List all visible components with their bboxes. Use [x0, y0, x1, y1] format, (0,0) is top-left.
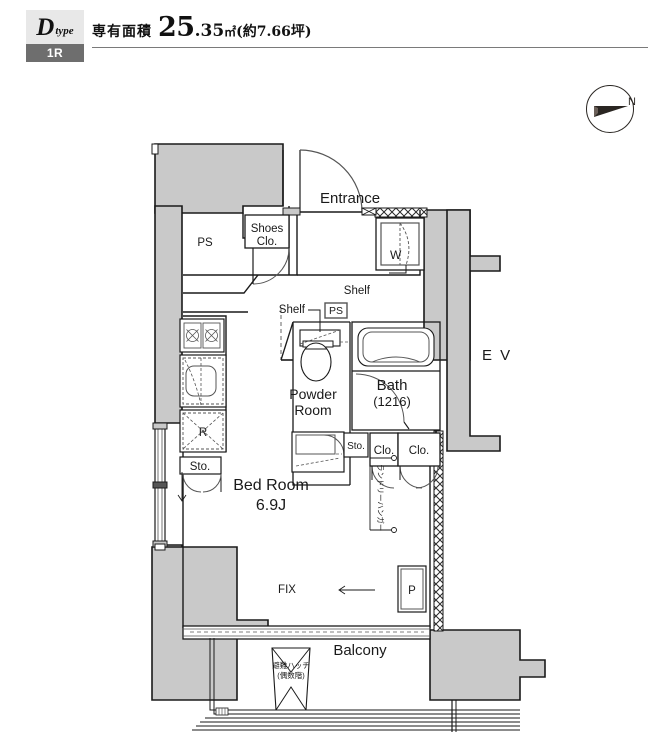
- balcony-label: Balcony: [333, 642, 387, 659]
- window-slide-arrow: [177, 472, 187, 502]
- powder-room: [280, 308, 351, 486]
- fix-window-label: FIX: [278, 584, 296, 596]
- ps-left-label: PS: [197, 237, 213, 249]
- balcony-railing: [192, 638, 520, 732]
- powder-storage: [343, 432, 369, 458]
- powder-storage-label: Sto.: [347, 441, 365, 452]
- bed-room-label: Bed Room: [233, 477, 309, 494]
- laundry-hanger: [369, 455, 397, 533]
- header-divider: [92, 47, 648, 48]
- kitchen-storage-label: Sto.: [190, 461, 210, 473]
- pipe-space-box: [397, 565, 427, 613]
- bed-room-size-label: 6.9J: [256, 497, 286, 514]
- unit-type-suffix: type: [55, 24, 74, 37]
- unit-type-letter: D: [36, 13, 55, 41]
- shoes-closet-label-line1: Shoes: [251, 223, 284, 235]
- left-window: [152, 422, 168, 548]
- compass-ring: [586, 85, 634, 133]
- kitchen-counter: [179, 318, 227, 453]
- floor-plan: Shoes Clo. Entrance PS W Shelf E V: [0, 60, 666, 738]
- area-label: 専有面積: [92, 24, 152, 40]
- pipe-space-label: P: [408, 585, 416, 597]
- closet-group: [369, 432, 441, 489]
- corner-marks: [151, 143, 166, 551]
- shelf-right-label: Shelf: [344, 285, 371, 297]
- bathroom: [351, 321, 441, 431]
- bath-label: Bath: [377, 377, 408, 394]
- compass-north-arrow-icon: [594, 106, 628, 117]
- closet-1-label: Clo.: [374, 445, 394, 457]
- shoes-closet-label-line2: Clo.: [257, 236, 277, 248]
- plan-type-badge: 1R: [26, 44, 84, 62]
- compass-rose: N: [586, 85, 640, 139]
- powder-room-label-line2: Room: [294, 402, 331, 418]
- evacuation-hatch-label-line2: (偶数階): [277, 670, 305, 680]
- balcony-sliding-door: [182, 625, 431, 640]
- compass-north-label: N: [628, 96, 636, 108]
- powder-room-label-line1: Powder: [289, 386, 337, 402]
- washer-label: W: [390, 248, 402, 262]
- area-value-decimal: .35: [194, 21, 225, 41]
- toilet-fixture: [299, 329, 350, 382]
- entrance-label: Entrance: [320, 190, 380, 207]
- bath-size-label: (1216): [373, 394, 411, 409]
- elevator-label: E V: [482, 347, 512, 364]
- washing-machine-area: [375, 217, 425, 274]
- area-value-integer: 25: [158, 12, 195, 43]
- kitchen-storage: [179, 456, 222, 493]
- ps-mid-box: [324, 302, 348, 319]
- bath-door: [355, 373, 410, 430]
- shoes-closet: [244, 214, 290, 285]
- area-unit: ㎡: [224, 25, 237, 39]
- closet-2-label: Clo.: [409, 445, 429, 457]
- area-summary: 専有面積 25 .35 ㎡ (約7.66坪): [92, 12, 312, 44]
- area-tsubo: (約7.66坪): [236, 24, 312, 40]
- laundry-hanger-label: ランドリーハンガー: [376, 464, 386, 531]
- bathtub: [357, 327, 435, 367]
- shelf-left-label: Shelf: [279, 304, 306, 316]
- evacuation-hatch-label-line1: 避難ハッチ: [272, 660, 310, 670]
- entrance-door: [282, 149, 377, 216]
- refrigerator-label: R: [199, 427, 207, 439]
- door-slide-arrow: [338, 585, 375, 595]
- ps-mid-label: PS: [329, 305, 343, 317]
- shelf-left-leader: [308, 309, 321, 332]
- vanity-sink: [291, 431, 345, 473]
